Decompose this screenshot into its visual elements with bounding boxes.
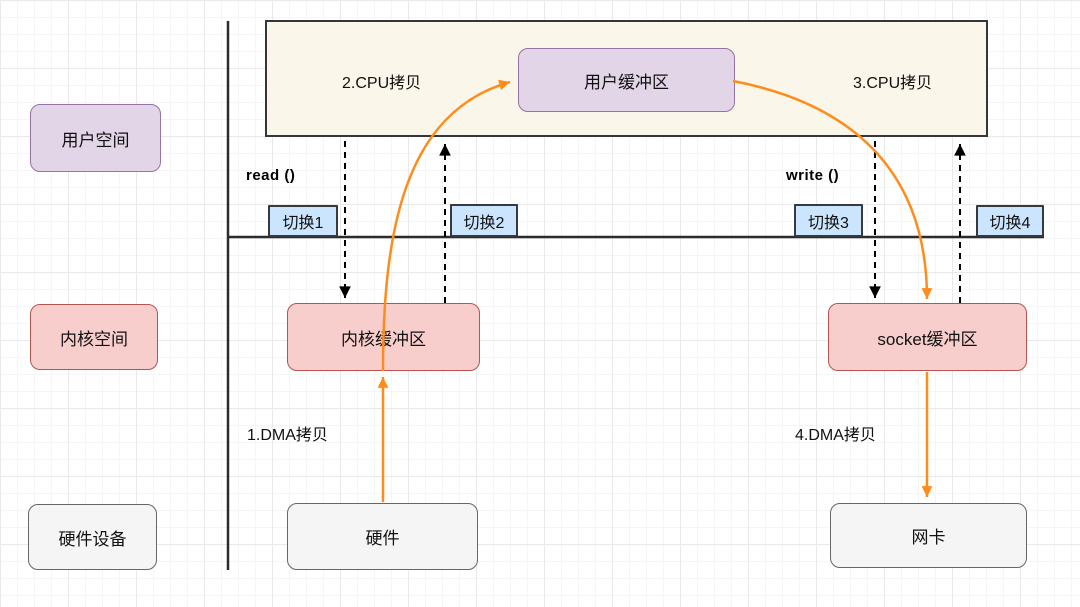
row-label-hardware-device: 硬件设备 [28,504,157,570]
cpu-copy-3-label: 3.CPU拷贝 [853,75,933,92]
switch-2-text: 切换2 [463,214,505,232]
switch-3-tag: 切换3 [794,204,863,237]
node-socket-buffer-text: socket缓冲区 [877,329,978,349]
row-label-user-space: 用户空间 [30,104,161,172]
switch-2-tag: 切换2 [450,204,518,237]
node-hardware-text: 硬件 [365,529,400,548]
dma-copy-1-label: 1.DMA拷贝 [247,427,328,444]
node-nic: 网卡 [830,503,1027,568]
switch-1-text: 切换1 [282,215,324,232]
node-kernel-buffer: 内核缓冲区 [287,303,480,371]
dma-copy-4-label: 4.DMA拷贝 [795,427,876,444]
cpu-copy-2-label: 2.CPU拷贝 [342,75,422,92]
row-label-hardware-device-text: 硬件设备 [58,529,127,549]
row-label-user-space-text: 用户空间 [61,130,130,150]
read-syscall-label: read () [246,167,296,184]
node-user-buffer: 用户缓冲区 [518,48,735,112]
node-hardware: 硬件 [287,503,478,570]
row-label-kernel-space: 内核空间 [30,304,158,370]
row-label-kernel-space-text: 内核空间 [60,329,128,349]
switch-3-text: 切换3 [808,214,849,232]
node-socket-buffer: socket缓冲区 [828,303,1027,371]
write-syscall-label: write () [786,167,840,184]
switch-4-text: 切换4 [989,215,1031,232]
switch-4-tag: 切换4 [976,205,1044,237]
node-kernel-buffer-text: 内核缓冲区 [341,329,426,349]
node-user-buffer-text: 用户缓冲区 [584,72,669,92]
switch-1-tag: 切换1 [268,205,338,237]
node-nic-text: 网卡 [911,528,946,547]
